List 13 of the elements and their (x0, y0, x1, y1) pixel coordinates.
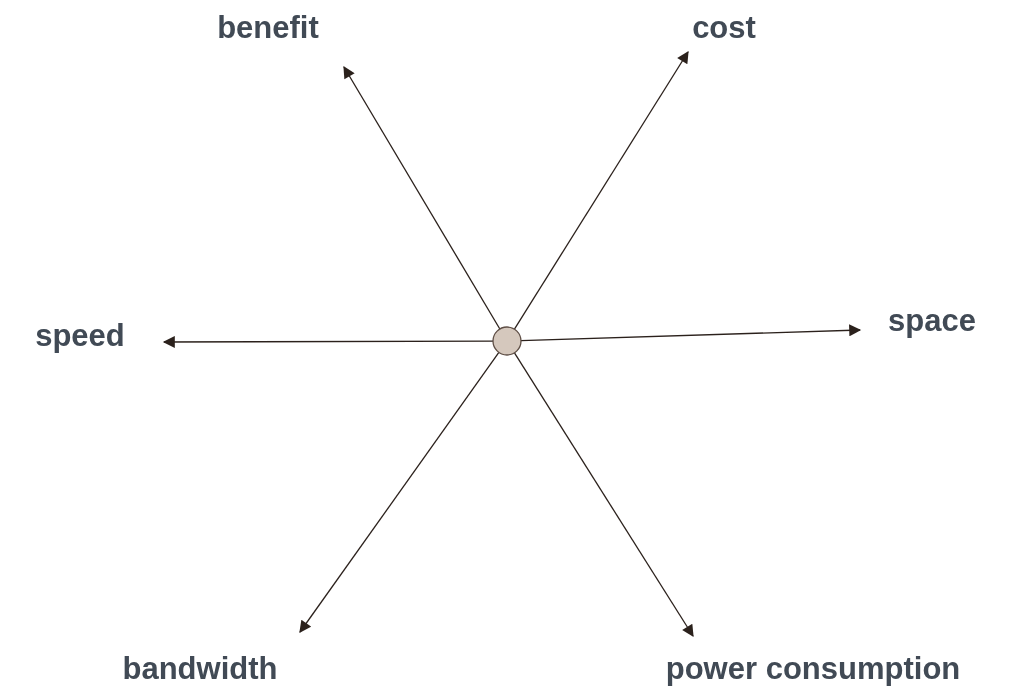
axis-label: power consumption (665, 652, 961, 684)
axis-label: speed (35, 319, 125, 351)
arrow (520, 324, 862, 342)
arrow (513, 352, 694, 637)
axis-label: bandwidth (122, 652, 278, 684)
center-circle (492, 326, 522, 356)
axis-label: benefit (217, 11, 319, 43)
arrow (513, 51, 689, 330)
arrow (299, 351, 500, 633)
axis-label: cost (692, 11, 756, 43)
arrow (162, 335, 494, 348)
axis-label: space (888, 304, 976, 336)
arrow (343, 65, 501, 330)
